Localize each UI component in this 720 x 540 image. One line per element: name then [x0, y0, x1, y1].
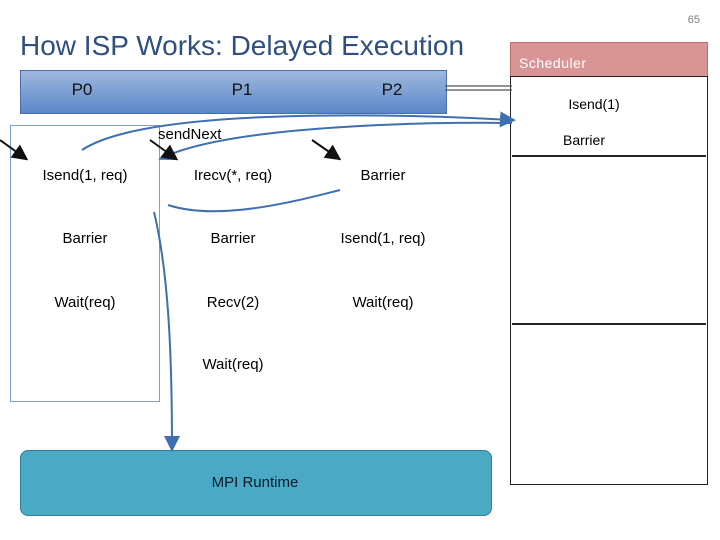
p2-op-1: Barrier — [360, 167, 406, 184]
scheduler-divider-1 — [512, 155, 706, 157]
p1-op-1: Irecv(*, req) — [193, 167, 273, 184]
p2-op-3: Wait(req) — [352, 294, 414, 311]
process-label-p1: P1 — [231, 80, 253, 99]
pointer-p1-icon — [149, 139, 179, 161]
process-label-p2: P2 — [381, 80, 403, 99]
scheduler-queue — [510, 76, 708, 485]
scheduler-item-1: Isend(1) — [568, 96, 620, 112]
process-bar — [20, 70, 447, 114]
arrow-scheduler-to-p1 — [158, 121, 513, 160]
process-label-p0: P0 — [71, 80, 93, 99]
p1-op-4: Wait(req) — [202, 356, 264, 373]
p1-op-2: Barrier — [210, 230, 256, 247]
scheduler-item-2: Barrier — [562, 132, 605, 148]
mpi-runtime-label: MPI Runtime — [211, 474, 299, 491]
p0-op-2: Barrier — [62, 230, 108, 247]
p0-op-1: Isend(1, req) — [42, 167, 128, 184]
mpi-runtime-box — [20, 450, 492, 516]
p0-column-box — [10, 125, 160, 402]
p2-op-2: Isend(1, req) — [340, 230, 426, 247]
scheduler-header: Scheduler — [510, 42, 708, 78]
arrow-to-mpi-runtime — [153, 211, 180, 452]
slide-number: 65 — [687, 14, 700, 26]
arrow-p0-to-scheduler — [81, 111, 516, 151]
p0-op-3: Wait(req) — [54, 294, 116, 311]
arrow-p1-to-p2 — [167, 189, 341, 213]
scheduler-divider-2 — [512, 323, 706, 325]
slide-title: How ISP Works: Delayed Execution — [20, 30, 465, 61]
send-next-label: sendNext — [158, 126, 222, 143]
pointer-p2-icon — [311, 139, 342, 161]
p1-op-3: Recv(2) — [206, 294, 260, 311]
scheduler-title: Scheduler — [519, 55, 587, 71]
pointer-p0-icon — [0, 139, 29, 161]
